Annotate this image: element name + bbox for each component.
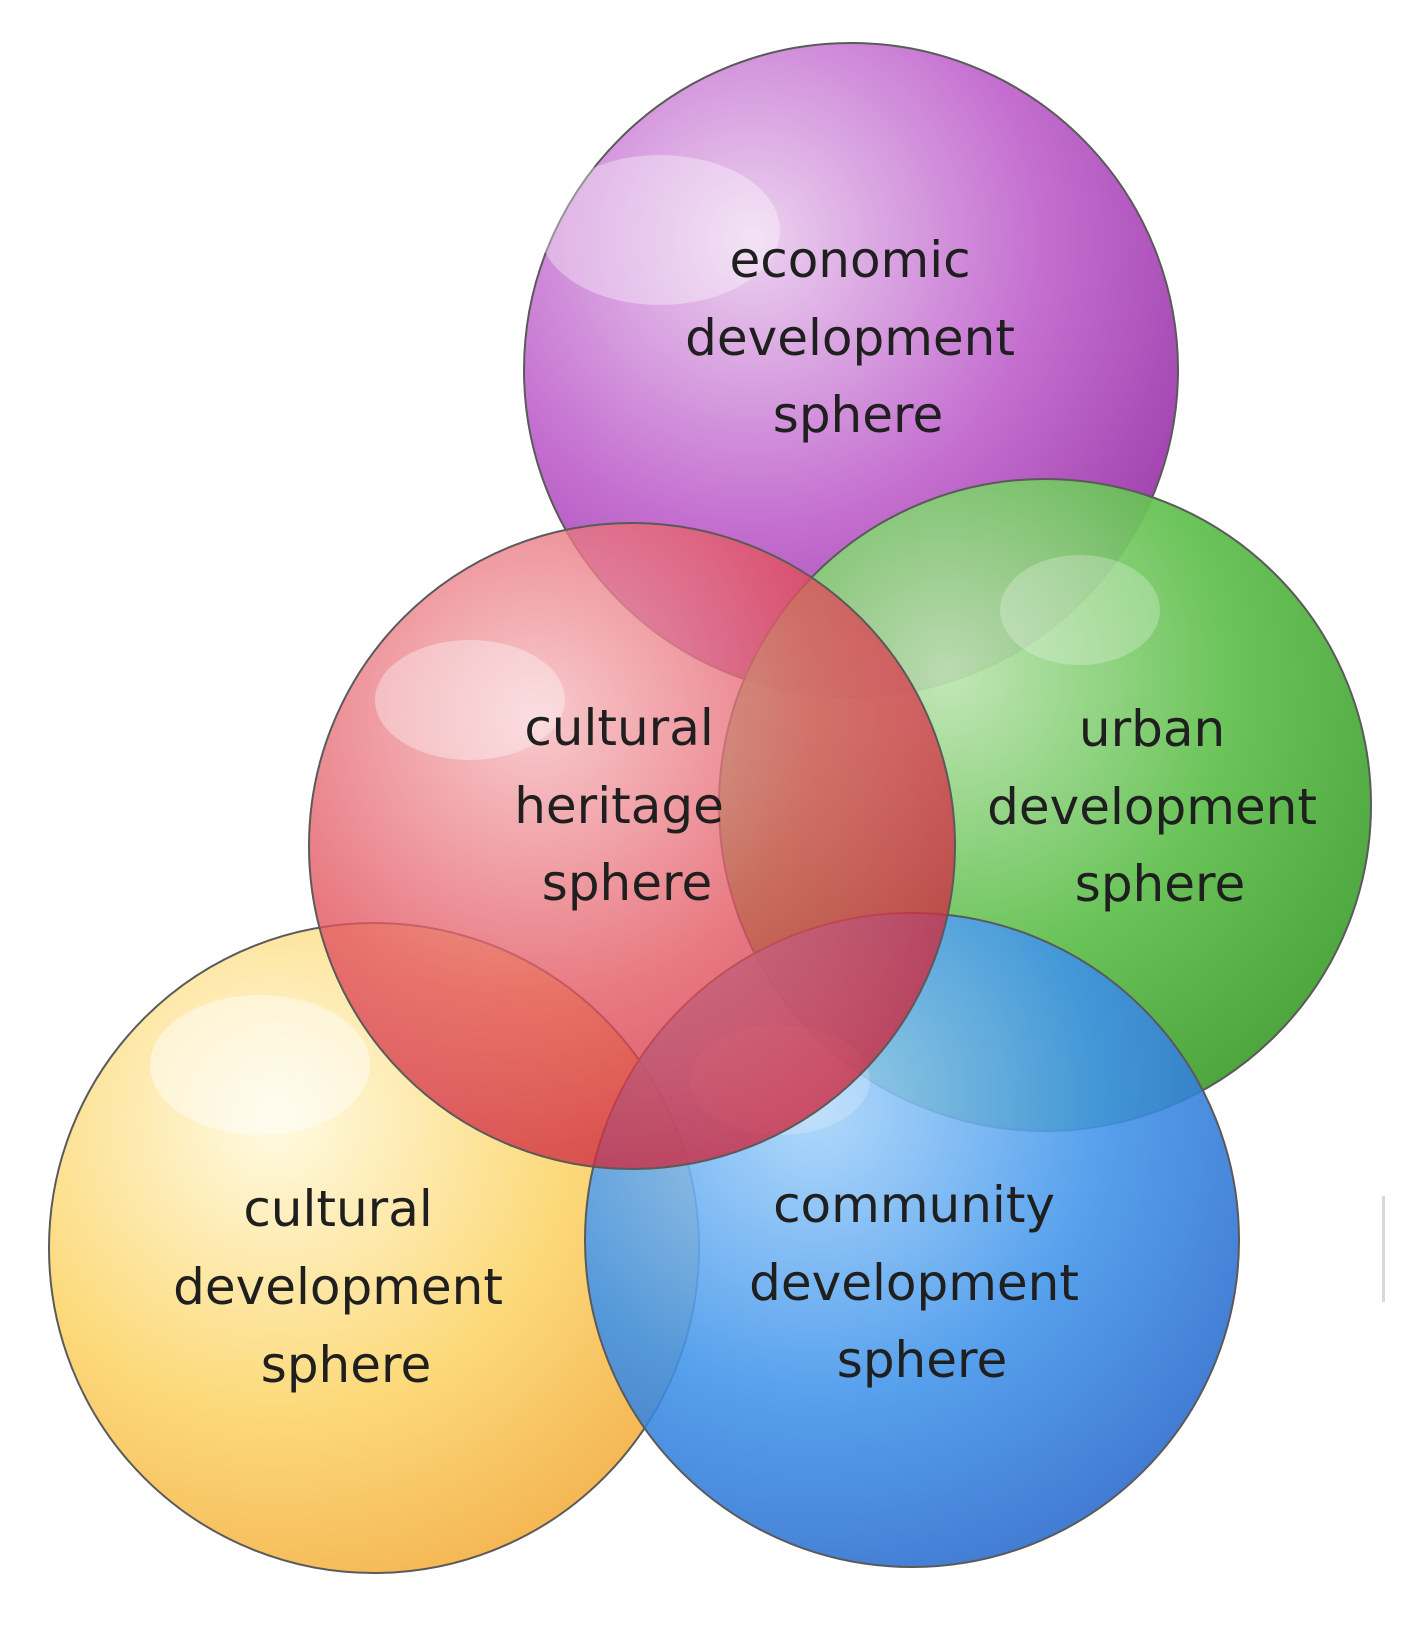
cultural-sphere-highlight [150, 995, 370, 1135]
label-line: community [773, 1176, 1055, 1234]
economic-sphere-highlight [540, 155, 780, 305]
label-line: development [987, 778, 1317, 836]
label-line: economic [729, 231, 970, 289]
heritage-sphere-highlight [375, 640, 565, 760]
label-line: urban [1079, 700, 1225, 758]
label-line: cultural [524, 699, 713, 757]
heritage-sphere-label: cultural heritage sphere [514, 699, 740, 912]
cultural-sphere-label: cultural development sphere [173, 1180, 519, 1394]
label-line: sphere [837, 1331, 1007, 1389]
economic-sphere-label: economic development sphere [685, 231, 1031, 444]
community-sphere-label: community development sphere [749, 1176, 1095, 1389]
label-line: sphere [773, 386, 943, 444]
heritage-sphere-circle [308, 522, 956, 1170]
label-line: development [685, 309, 1015, 367]
edge-mark [1382, 1196, 1385, 1302]
label-line: cultural [243, 1180, 432, 1238]
cultural-heritage-sphere: cultural heritage sphere [308, 522, 956, 1170]
label-line: heritage [514, 777, 724, 835]
label-line: development [749, 1254, 1079, 1312]
urban-sphere-highlight [1000, 555, 1160, 665]
label-line: sphere [1075, 855, 1245, 913]
label-line: sphere [261, 1336, 431, 1394]
label-line: development [173, 1258, 503, 1316]
urban-sphere-label: urban development sphere [987, 700, 1333, 913]
label-line: sphere [542, 854, 712, 912]
